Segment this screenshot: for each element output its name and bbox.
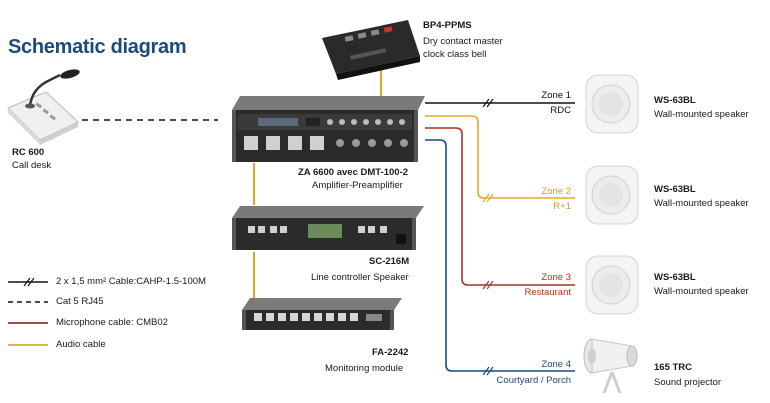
speaker-zone2	[585, 165, 639, 225]
bp4-desc-line2: clock class bell	[423, 49, 487, 60]
speaker2-desc: Wall-mounted speaker	[654, 198, 749, 209]
rc600-call-desk	[7, 69, 80, 145]
fa2242-monitor	[242, 298, 402, 330]
sc216m-controller	[232, 206, 424, 250]
za6600-amplifier	[232, 96, 425, 162]
speaker2-model: WS-63BL	[654, 184, 696, 195]
legend-label-cat5: Cat 5 RJ45	[56, 296, 104, 307]
sc216m-desc-label: Line controller Speaker	[311, 272, 409, 283]
speaker-zone3	[585, 255, 639, 315]
speaker3-model: WS-63BL	[654, 272, 696, 283]
legend-slash-icon	[23, 277, 35, 287]
zone4-place: Courtyard / Porch	[496, 375, 571, 386]
zone3-name: Zone 3	[541, 272, 571, 283]
zone1-place: RDC	[550, 105, 571, 116]
zone4-line	[425, 139, 575, 372]
speaker3-desc: Wall-mounted speaker	[654, 286, 749, 297]
za6600-desc-label: Amplifier-Preamplifier	[312, 180, 403, 191]
za6600-model-label: ZA 6600 avec DMT-100-2	[298, 167, 409, 178]
zone2-place: R+1	[553, 201, 571, 212]
legend-label-audio: Audio cable	[56, 339, 106, 350]
zone1-slash-icon	[482, 98, 494, 108]
speaker1-model: WS-63BL	[654, 95, 696, 106]
legend-label-cable: 2 x 1,5 mm² Cable:CAHP-1.5-100M	[56, 276, 206, 287]
sc216m-model-label: SC-216M	[369, 256, 410, 267]
speaker-zone4-projector	[583, 338, 638, 394]
speaker4-model: 165 TRC	[654, 362, 693, 373]
bp4-model-label: BP4-PPMS	[423, 20, 472, 31]
speaker4-desc: Sound projector	[654, 377, 722, 388]
zone1-name: Zone 1	[541, 90, 571, 101]
rc600-desc-label: Call desk	[12, 160, 52, 171]
zone4-name: Zone 4	[541, 359, 571, 370]
zone2-line	[425, 115, 575, 199]
speaker-zone1	[585, 74, 639, 134]
legend-label-mic: Microphone cable: CMB02	[56, 317, 168, 328]
rc600-model-label: RC 600	[12, 147, 45, 158]
fa2242-model-label: FA-2242	[372, 347, 409, 358]
zone2-name: Zone 2	[541, 186, 571, 197]
bp4-desc-line1: Dry contact master	[423, 36, 503, 47]
zone3-line	[425, 127, 575, 286]
speaker1-desc: Wall-mounted speaker	[654, 109, 749, 120]
bp4-ppms-device	[322, 20, 420, 80]
zone4-slash-icon	[482, 366, 494, 376]
page-title: Schematic diagram	[8, 36, 187, 58]
fa2242-desc-label: Monitoring module	[325, 363, 404, 374]
zone3-place: Restaurant	[524, 287, 571, 298]
zone3-slash-icon	[482, 280, 494, 290]
zone2-slash-icon	[482, 193, 494, 203]
